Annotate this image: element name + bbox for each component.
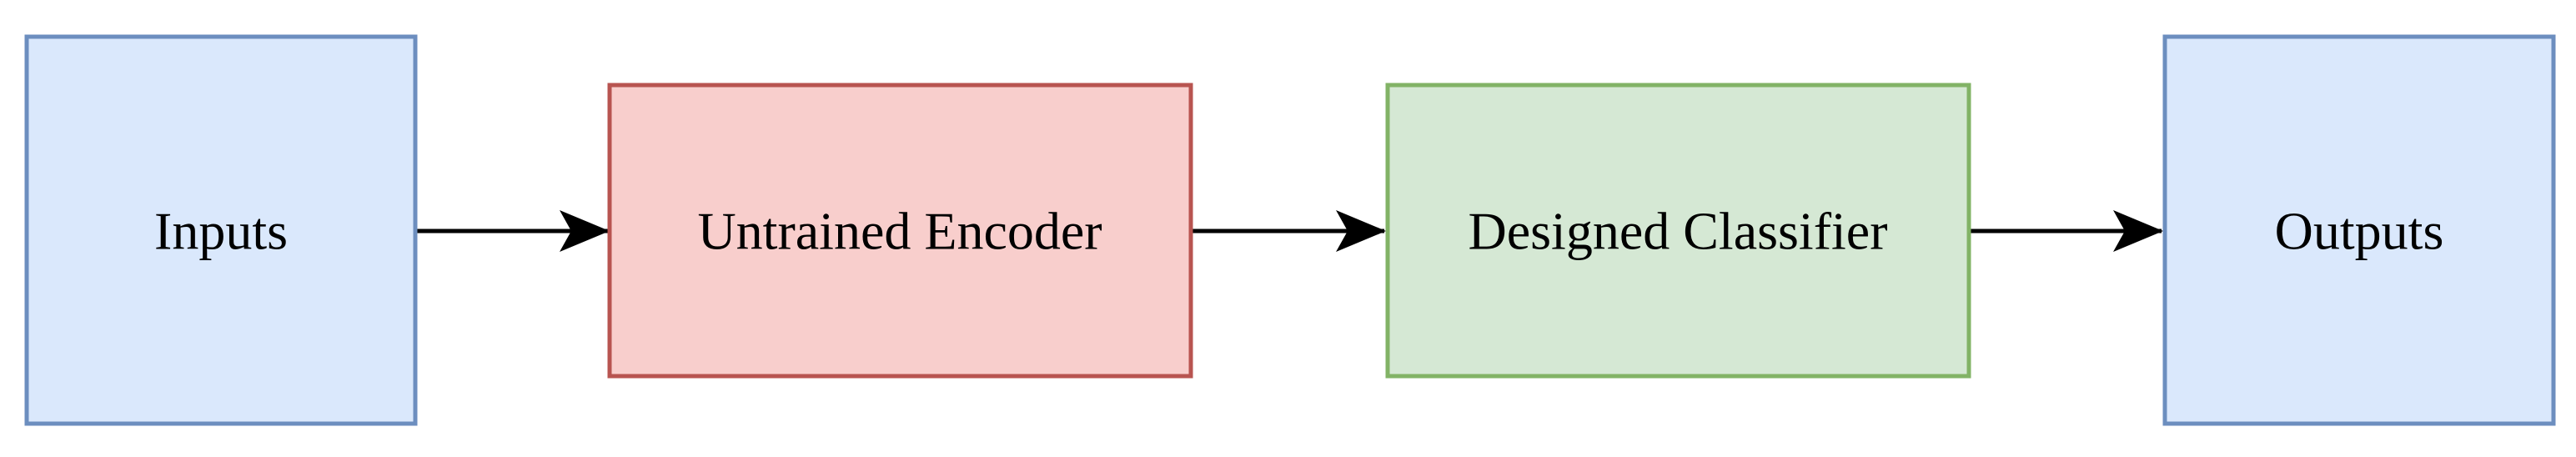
node-classifier-label: Designed Classifier [1469,202,1888,261]
node-encoder: Untrained Encoder [607,83,1193,379]
node-classifier: Designed Classifier [1385,83,1971,379]
node-classifier-box [1385,83,1971,379]
node-inputs-label: Inputs [154,202,288,261]
node-encoder-label: Untrained Encoder [697,202,1102,261]
node-inputs: Inputs [24,34,418,426]
node-outputs-label: Outputs [2275,202,2444,261]
node-outputs-box [2162,34,2556,426]
node-encoder-box [607,83,1193,379]
node-outputs: Outputs [2162,34,2556,426]
node-inputs-box [24,34,418,426]
